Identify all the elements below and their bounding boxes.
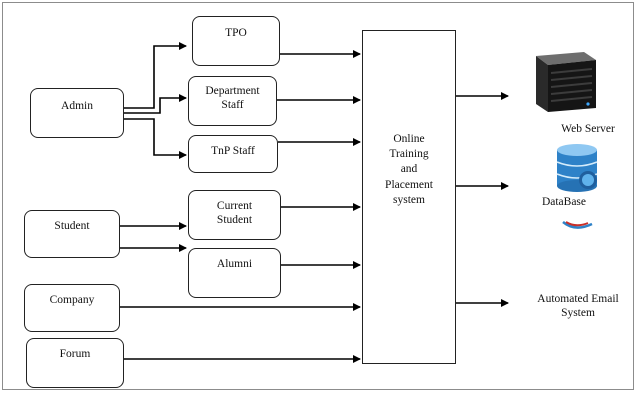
department-staff-box: Department Staff (188, 76, 277, 126)
edge-admin-tpo (124, 42, 187, 109)
alumni-label: Alumni (216, 258, 253, 270)
forum-box: Forum (26, 338, 124, 388)
forum-label: Forum (59, 348, 91, 360)
database-label: DataBase (541, 196, 587, 208)
edge-admin-department-staff (124, 94, 187, 114)
current-student-box: Current Student (188, 190, 281, 240)
tpo-box: TPO (192, 16, 280, 66)
tnp-staff-box: TnP Staff (188, 135, 278, 173)
edge-admin-tnp-staff (124, 118, 187, 159)
web-server-label: Web Server (561, 123, 615, 135)
admin-box: Admin (30, 88, 124, 138)
company-label: Company (49, 294, 95, 306)
central-label-line2: Training (389, 148, 429, 161)
central-label-line3: and (400, 163, 418, 176)
alumni-box: Alumni (188, 248, 281, 298)
company-box: Company (24, 284, 120, 332)
tpo-label: TPO (225, 27, 247, 39)
current-student-label-line1: Current (216, 200, 253, 212)
server-rack-icon (536, 52, 596, 112)
diagram-frame (2, 2, 634, 390)
tnp-staff-label: TnP Staff (211, 145, 255, 157)
online-training-placement-system-box: Online Training and Placement system (362, 30, 456, 364)
database-cylinder-icon (556, 144, 598, 229)
student-label: Student (54, 220, 90, 232)
email-system-label-line1: Automated Email (537, 293, 619, 305)
admin-label: Admin (61, 100, 93, 112)
email-system-label: Automated Email System (528, 292, 628, 321)
current-student-label-line2: Student (216, 214, 253, 227)
central-label-line5: system (393, 193, 425, 206)
central-label-line4: Placement (385, 178, 433, 191)
department-staff-label-line1: Department (205, 85, 260, 97)
department-staff-label-line2: Staff (221, 99, 244, 112)
email-system-label-line2: System (561, 307, 595, 320)
student-box: Student (24, 210, 120, 258)
central-label-line1: Online (393, 133, 425, 145)
